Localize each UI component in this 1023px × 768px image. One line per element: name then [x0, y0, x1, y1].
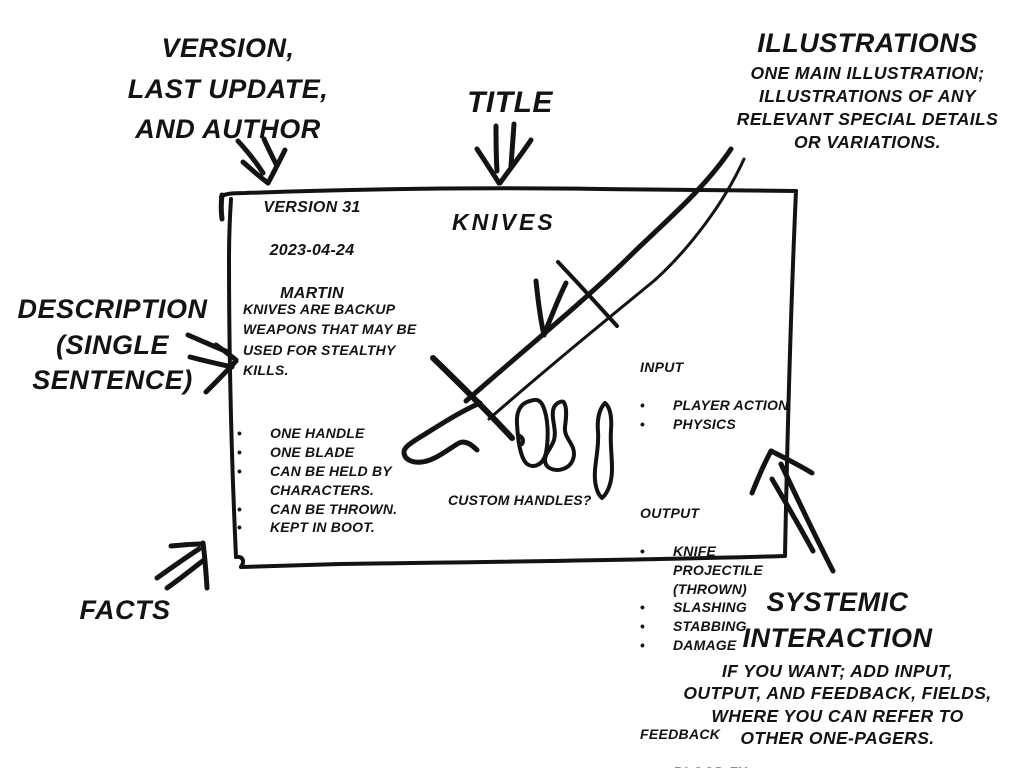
- output-section: OUTPUT •KNIFE PROJECTILE (THROWN) •SLASHI…: [640, 487, 800, 673]
- annotation-illustrations-heading: ILLUSTRATIONS: [757, 28, 978, 58]
- handle-variations-sketch: [514, 397, 614, 500]
- bullet-icon: •: [640, 763, 673, 768]
- fact-item: • KEPT IN BOOT.: [237, 518, 427, 537]
- title-arrow: [474, 121, 534, 186]
- fact-item: • ONE BLADE: [237, 443, 427, 462]
- description-arrow: [185, 332, 239, 395]
- annotation-systemic-body: IF YOU WANT; ADD INPUT, OUTPUT, AND FEED…: [683, 661, 992, 749]
- input-list: •PLAYER ACTION •PHYSICS: [640, 396, 800, 434]
- fact-text: KEPT IN BOOT.: [270, 519, 376, 536]
- input-item: •PHYSICS: [640, 415, 736, 432]
- annotation-illustrations-body: ONE MAIN ILLUSTRATION; ILLUSTRATIONS OF …: [736, 63, 999, 153]
- version-arrow: [235, 136, 288, 186]
- annotation-description: DESCRIPTION (SINGLE SENTENCE): [17, 294, 208, 396]
- page-version: VERSION 31: [263, 199, 361, 216]
- illustration-note: CUSTOM HANDLES?: [448, 492, 592, 508]
- page-author: MARTIN: [280, 285, 344, 303]
- fact-text: CAN BE THROWN.: [270, 500, 398, 517]
- feedback-item: •BLOOD FX: [640, 763, 800, 768]
- output-item: •SLASHING: [640, 599, 747, 616]
- fact-text: CAN BE HELD BY CHARACTERS.: [270, 462, 392, 498]
- output-item: •STABBING: [640, 618, 747, 635]
- bullet-icon: •: [640, 415, 646, 432]
- bullet-icon: •: [640, 542, 646, 559]
- input-item: •PLAYER ACTION: [640, 397, 789, 413]
- fact-text: ONE HANDLE: [270, 425, 365, 441]
- bullet-icon: •: [640, 618, 646, 635]
- fact-text: ONE BLADE: [270, 443, 355, 460]
- bullet-icon: •: [237, 462, 243, 479]
- annotation-title: TITLE: [467, 86, 553, 119]
- feedback-heading: FEEDBACK: [640, 726, 721, 743]
- fact-item: • CAN BE THROWN.: [237, 500, 427, 519]
- annotation-version-author: VERSION, LAST UPDATE, AND AUTHOR: [127, 33, 329, 144]
- facts-arrow: [154, 540, 210, 591]
- feedback-section: FEEDBACK •BLOOD FX: [640, 708, 800, 768]
- page-border: [218, 186, 798, 569]
- page-title: KNIVES: [452, 209, 556, 235]
- bullet-icon: •: [237, 425, 243, 441]
- page-description: KNIVES ARE BACKUP WEAPONS THAT MAY BE US…: [243, 301, 417, 378]
- output-heading: OUTPUT: [640, 504, 700, 521]
- systemic-fields: INPUT •PLAYER ACTION •PHYSICS OUTPUT •KNI…: [640, 323, 800, 768]
- systemic-arrow: [749, 448, 836, 574]
- bullet-icon: •: [640, 599, 646, 616]
- bullet-icon: •: [640, 397, 646, 413]
- fact-item: • CAN BE HELD BY CHARACTERS.: [237, 462, 427, 500]
- annotation-facts: FACTS: [79, 595, 171, 625]
- input-section: INPUT •PLAYER ACTION •PHYSICS: [640, 341, 800, 452]
- fact-item: • ONE HANDLE: [237, 424, 427, 443]
- output-item: •KNIFE PROJECTILE (THROWN): [640, 542, 763, 597]
- bullet-icon: •: [237, 443, 243, 460]
- output-item: •DAMAGE: [640, 637, 737, 654]
- bullet-icon: •: [237, 519, 243, 536]
- bullet-icon: •: [640, 637, 646, 654]
- knife-illustration: [401, 146, 746, 465]
- feedback-list: •BLOOD FX: [640, 763, 800, 768]
- page-version-block: VERSION 31 2023-04-24 MARTIN: [232, 197, 392, 305]
- annotation-systemic-heading: SYSTEMIC INTERACTION: [742, 587, 933, 653]
- output-list: •KNIFE PROJECTILE (THROWN) •SLASHING •STAB…: [640, 542, 800, 655]
- input-heading: INPUT: [640, 359, 684, 375]
- page-date: 2023-04-24: [269, 242, 355, 260]
- bullet-icon: •: [237, 500, 243, 517]
- facts-list: • ONE HANDLE • ONE BLADE • CAN BE HELD BY CHA…: [237, 424, 427, 537]
